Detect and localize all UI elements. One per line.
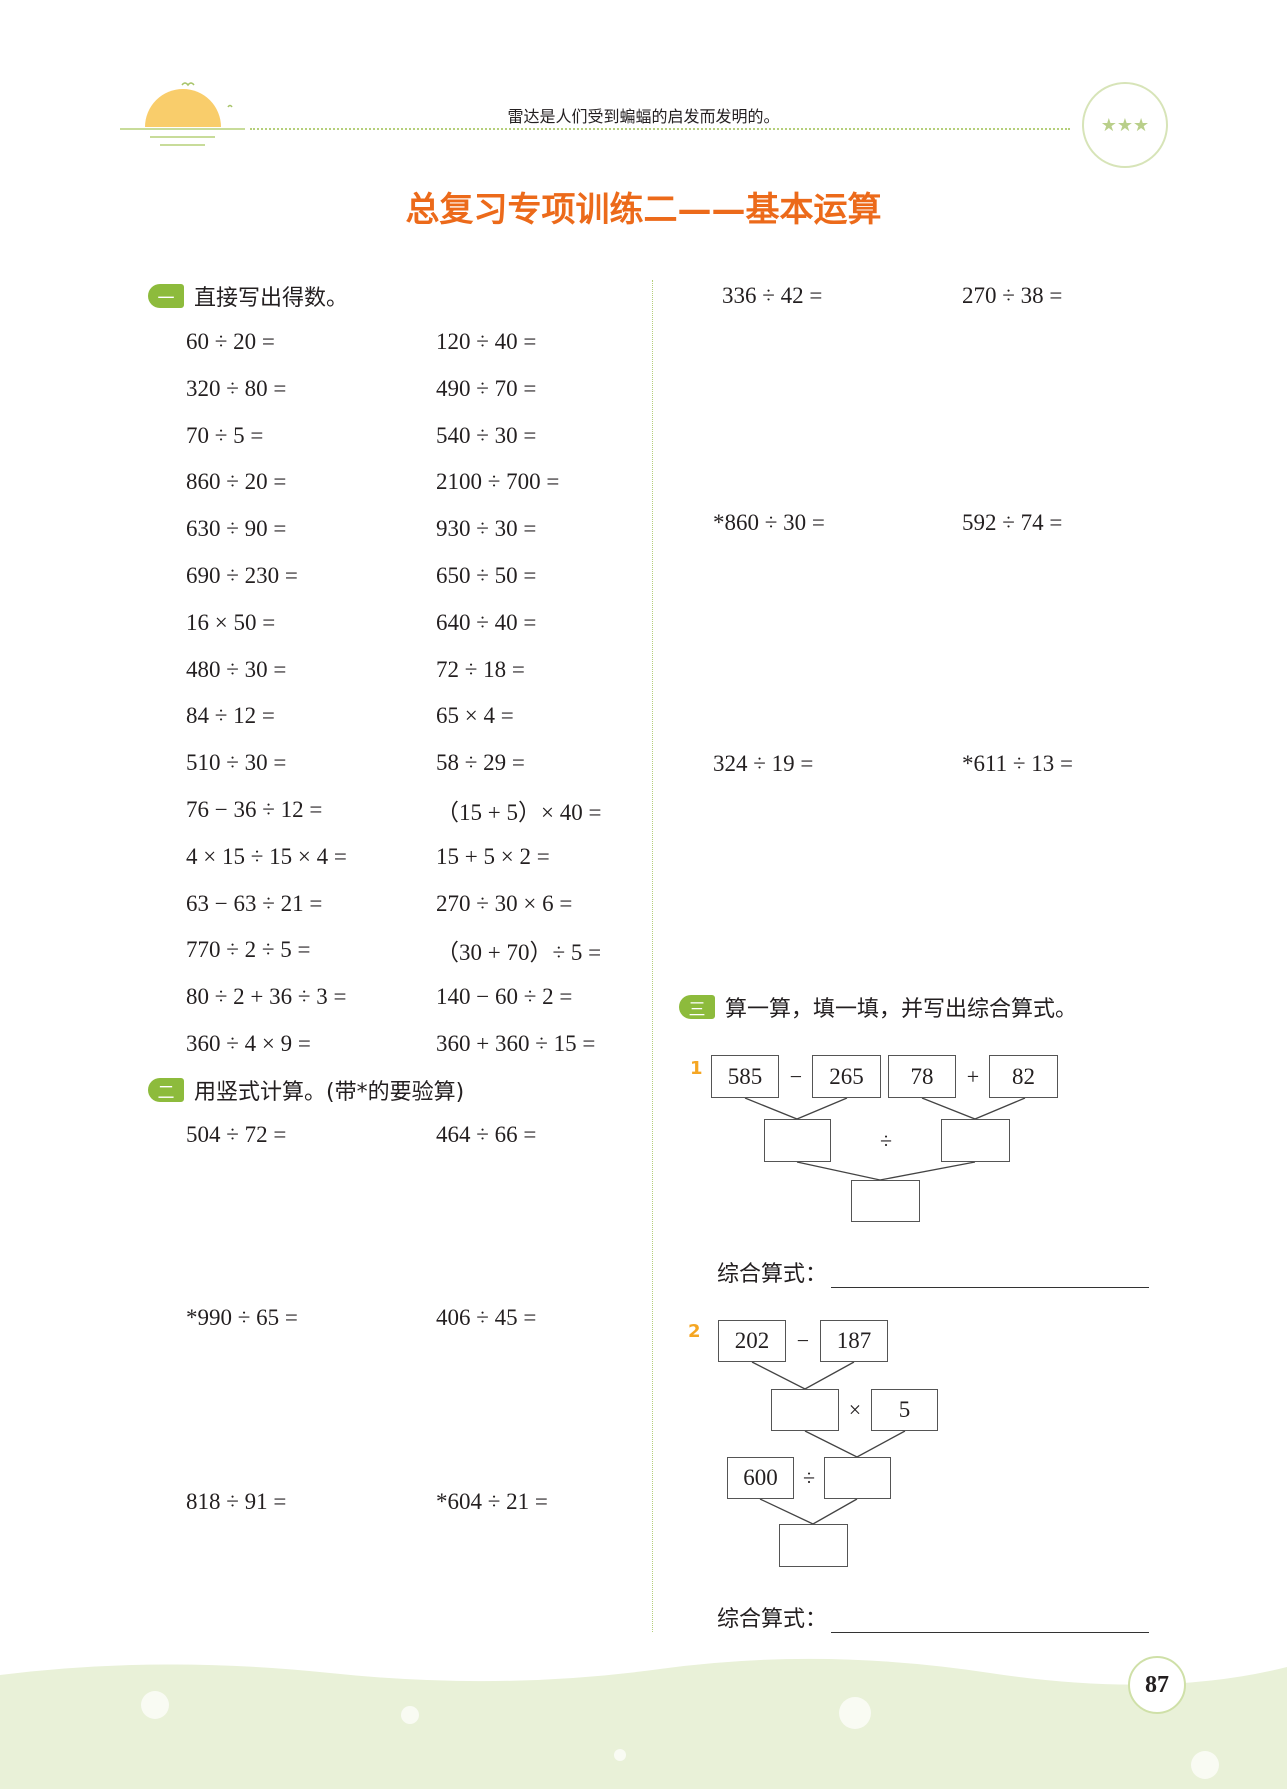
- problem: 592 ÷ 74 =: [962, 510, 1063, 535]
- problem: *611 ÷ 13 =: [962, 751, 1073, 776]
- problem: 540 ÷ 30 =: [436, 422, 537, 448]
- problem: 930 ÷ 30 =: [436, 516, 537, 542]
- section-label: 算一算，填一填，并写出综合算式。: [725, 997, 1078, 1022]
- problem: 76 − 36 ÷ 12 =: [186, 797, 323, 822]
- problem: 464 ÷ 66 =: [436, 1122, 537, 1147]
- problem: 510 ÷ 30 =: [186, 750, 287, 776]
- problem-number: 1: [690, 1058, 703, 1079]
- value-box: 600: [727, 1457, 794, 1499]
- problem: 360 ÷ 4 × 9 =: [186, 1031, 311, 1056]
- sunrise-icon: [120, 82, 245, 146]
- problem: 80 ÷ 2 + 36 ÷ 3 =: [186, 984, 347, 1010]
- section2-heading: 二用竖式计算。(带*的要验算): [148, 1074, 464, 1106]
- answer-box[interactable]: [764, 1119, 831, 1162]
- section3-heading: 三算一算，填一填，并写出综合算式。: [679, 991, 1077, 1023]
- problem: 140 − 60 ÷ 2 =: [436, 984, 573, 1010]
- problem: 818 ÷ 91 =: [186, 1489, 287, 1514]
- footer-wave: [0, 1658, 1287, 1789]
- header-divider: [250, 128, 1070, 130]
- value-box: 82: [989, 1055, 1058, 1098]
- value-box: 5: [871, 1389, 938, 1431]
- formula-label: 综合算式：: [717, 1262, 828, 1287]
- formula-label: 综合算式：: [717, 1607, 828, 1632]
- section-label: 直接写出得数。: [194, 286, 349, 311]
- operator: −: [796, 1328, 810, 1353]
- problem: 120 ÷ 40 =: [436, 329, 537, 354]
- operator: ×: [848, 1397, 862, 1422]
- problem: 270 ÷ 38 =: [962, 283, 1063, 308]
- problem: 4 × 15 ÷ 15 × 4 =: [186, 843, 347, 869]
- problem: 72 ÷ 18 =: [436, 656, 525, 682]
- problem: 324 ÷ 19 =: [713, 751, 814, 776]
- problem: （30 + 70）÷ 5 =: [436, 940, 602, 966]
- problem: 406 ÷ 45 =: [436, 1305, 537, 1330]
- operator: +: [966, 1064, 980, 1089]
- problem: 640 ÷ 40 =: [436, 609, 537, 635]
- problem: 336 ÷ 42 =: [722, 283, 823, 308]
- column-divider: [652, 280, 653, 1632]
- value-box: 202: [718, 1320, 786, 1362]
- problem: 16 × 50 =: [186, 609, 276, 635]
- answer-box[interactable]: [779, 1524, 848, 1567]
- problem: 63 − 63 ÷ 21 =: [186, 890, 323, 916]
- value-box: 585: [711, 1055, 779, 1098]
- section1-heading: 一直接写出得数。: [148, 280, 348, 312]
- section-badge: 二: [148, 1078, 184, 1103]
- page-number: 87: [1128, 1656, 1186, 1714]
- answer-box[interactable]: [851, 1180, 920, 1222]
- publisher-logo: ★★★: [1082, 82, 1168, 168]
- problem: 60 ÷ 20 =: [186, 329, 275, 354]
- problem: 84 ÷ 12 =: [186, 703, 275, 729]
- formula-line[interactable]: 综合算式：: [717, 1256, 1150, 1288]
- problem: *990 ÷ 65 =: [186, 1305, 298, 1330]
- problem: 270 ÷ 30 × 6 =: [436, 890, 573, 916]
- problem: 320 ÷ 80 =: [186, 375, 287, 401]
- page-title: 总复习专项训练二——基本运算: [405, 190, 882, 230]
- section-badge: 一: [148, 284, 184, 309]
- problem: 490 ÷ 70 =: [436, 375, 537, 401]
- problem: 690 ÷ 230 =: [186, 563, 298, 588]
- operator: ÷: [879, 1128, 893, 1153]
- section-label: 用竖式计算。(带*的要验算): [194, 1080, 465, 1105]
- problem: 480 ÷ 30 =: [186, 656, 287, 682]
- answer-box[interactable]: [771, 1389, 839, 1431]
- problem: （15 + 5）× 40 =: [436, 800, 602, 825]
- value-box: 78: [888, 1055, 956, 1098]
- problem-number: 2: [688, 1321, 701, 1342]
- problem: 630 ÷ 90 =: [186, 516, 287, 542]
- problem: 360 + 360 ÷ 15 =: [436, 1031, 596, 1056]
- problem: 2100 ÷ 700 =: [436, 469, 560, 495]
- problem: 770 ÷ 2 ÷ 5 =: [186, 937, 311, 963]
- answer-box[interactable]: [824, 1457, 891, 1499]
- problem: *860 ÷ 30 =: [713, 510, 825, 535]
- problem: 504 ÷ 72 =: [186, 1122, 287, 1147]
- problem: 860 ÷ 20 =: [186, 469, 287, 495]
- problem: 58 ÷ 29 =: [436, 750, 525, 776]
- formula-line[interactable]: 综合算式：: [717, 1601, 1150, 1633]
- problem: 15 + 5 × 2 =: [436, 843, 550, 869]
- header-tip: 雷达是人们受到蝙蝠的启发而发明的。: [507, 107, 780, 126]
- operator: −: [789, 1064, 803, 1089]
- section-badge: 三: [679, 995, 715, 1020]
- answer-box[interactable]: [941, 1119, 1010, 1162]
- problem: *604 ÷ 21 =: [436, 1489, 548, 1514]
- problem: 70 ÷ 5 =: [186, 422, 264, 448]
- value-box: 265: [812, 1055, 881, 1098]
- operator: ÷: [802, 1465, 816, 1490]
- problem: 65 × 4 =: [436, 703, 514, 729]
- value-box: 187: [820, 1320, 888, 1362]
- problem: 650 ÷ 50 =: [436, 563, 537, 588]
